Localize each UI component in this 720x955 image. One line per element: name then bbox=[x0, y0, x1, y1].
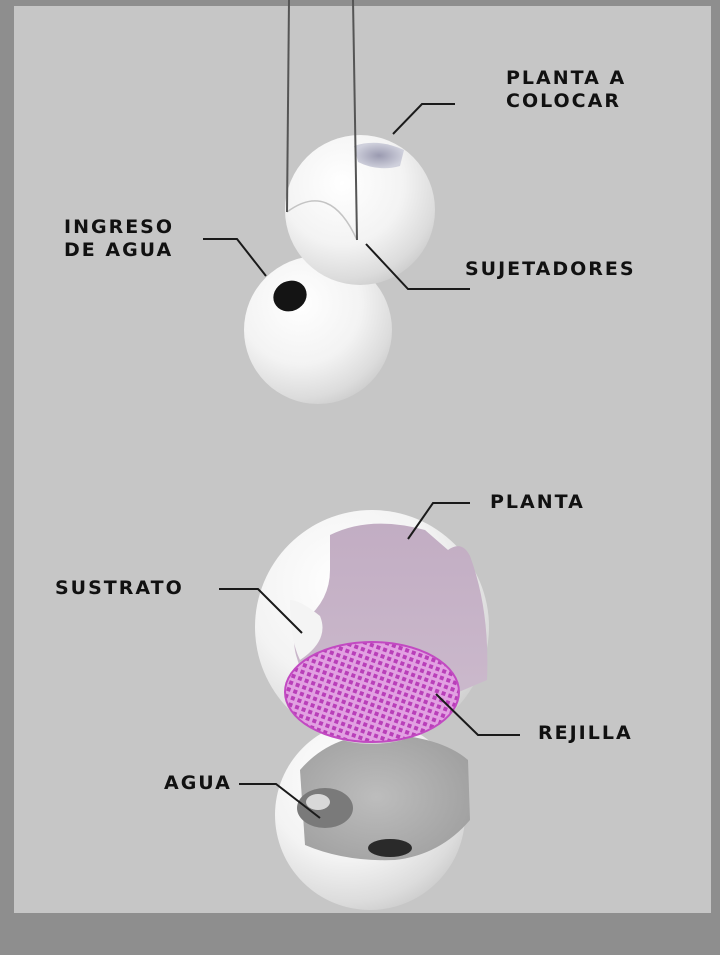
label-agua: AGUA bbox=[164, 772, 232, 795]
label-planta-a-colocar: PLANTA A COLOCAR bbox=[506, 67, 626, 113]
inlet-shadow bbox=[368, 839, 412, 857]
label-sustrato: SUSTRATO bbox=[55, 577, 184, 600]
label-planta: PLANTA bbox=[490, 491, 585, 514]
water-highlight bbox=[306, 794, 330, 810]
label-rejilla: REJILLA bbox=[538, 722, 633, 745]
label-ingreso-de-agua: INGRESO DE AGUA bbox=[64, 216, 174, 262]
label-sujetadores: SUJETADORES bbox=[465, 258, 636, 281]
